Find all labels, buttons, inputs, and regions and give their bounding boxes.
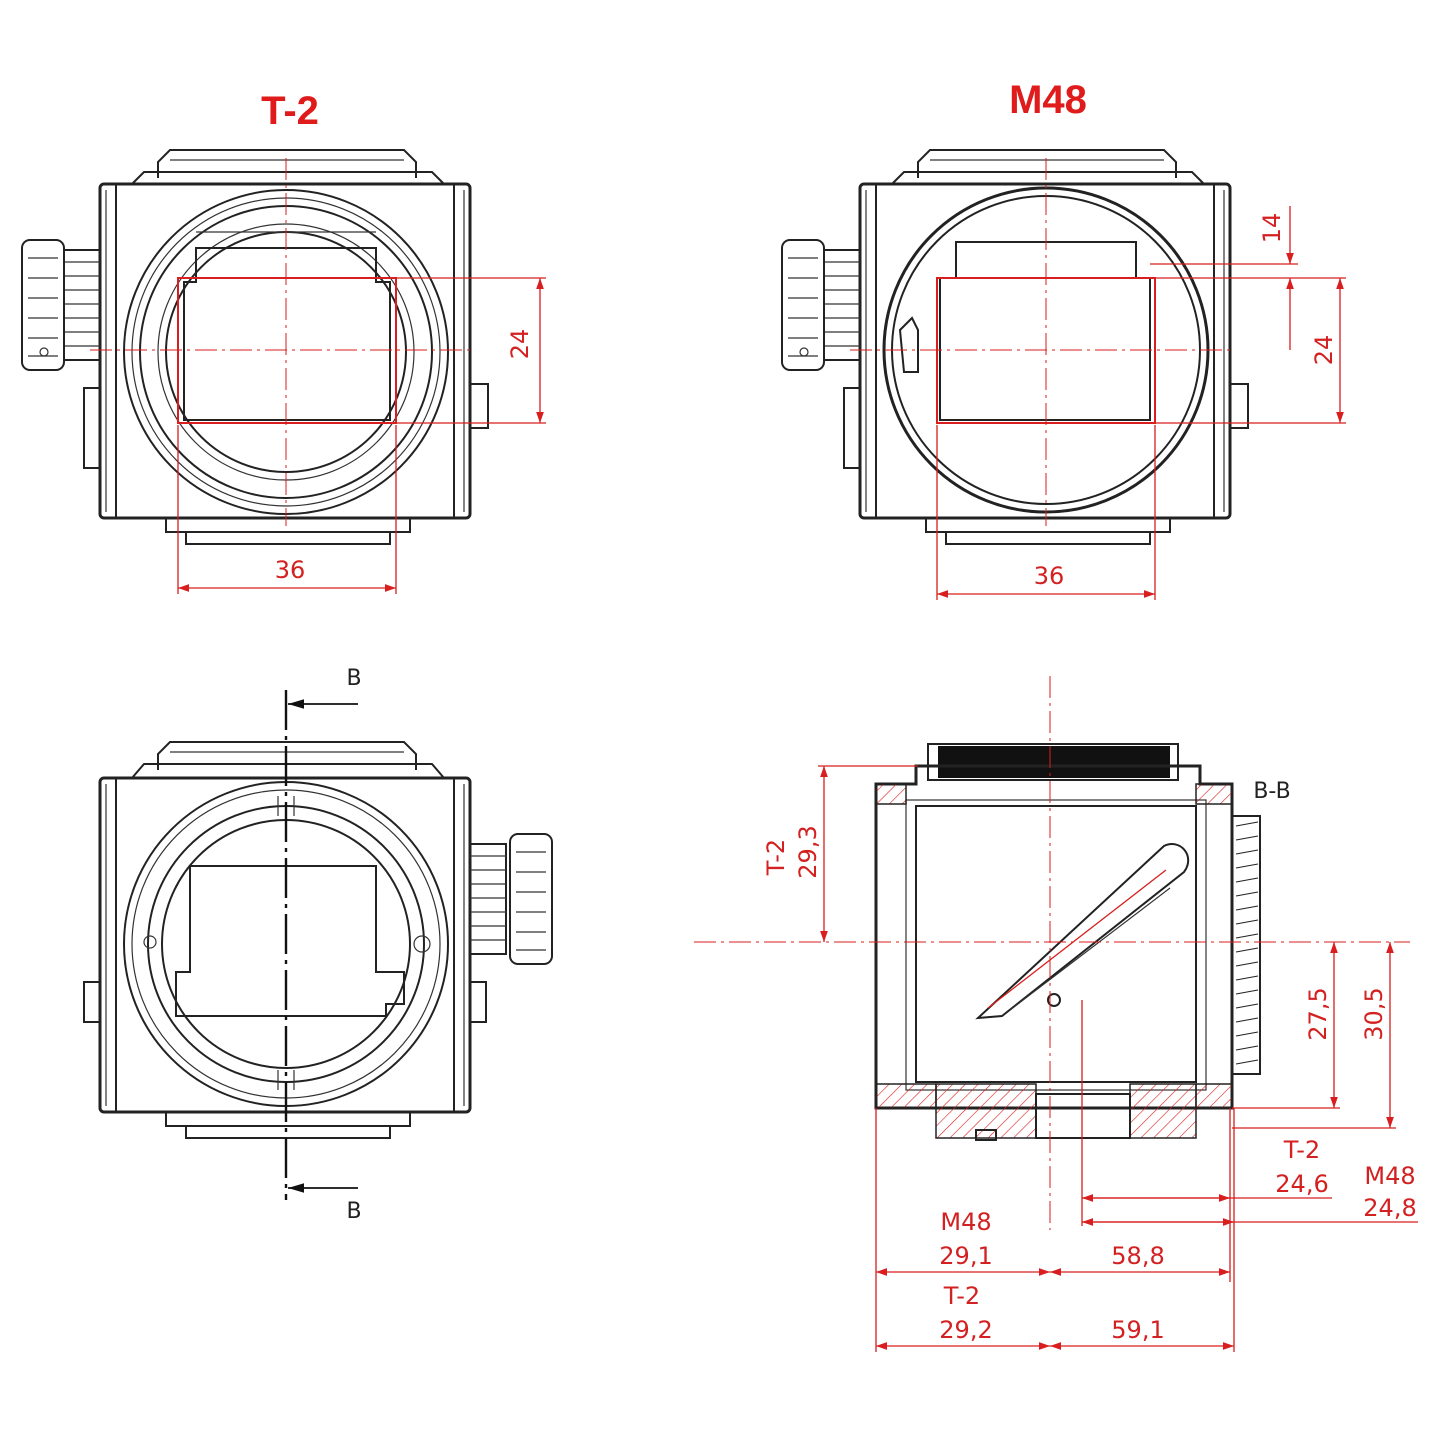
focus-knob-left bbox=[21, 239, 101, 371]
t2-width-dim: 36 bbox=[275, 556, 306, 584]
t2-title: T-2 bbox=[261, 89, 319, 133]
section-label: B-B bbox=[1253, 779, 1290, 804]
focus-knob-m48 bbox=[781, 239, 861, 371]
section-m48-right-label: M48 bbox=[1364, 1162, 1415, 1190]
m48-title: M48 bbox=[1009, 78, 1087, 122]
dim-30-5: 30,5 bbox=[1360, 987, 1388, 1040]
section-t2-top-value: 29,3 bbox=[794, 825, 822, 878]
section-m48-left-value: 29,1 bbox=[939, 1242, 992, 1270]
back-view: B B bbox=[83, 666, 553, 1224]
section-t2-right-label: T-2 bbox=[1283, 1136, 1320, 1164]
section-mark-top: B bbox=[346, 666, 361, 691]
section-mark-bottom: B bbox=[346, 1199, 361, 1224]
m48-front-view: 14 24 36 bbox=[781, 149, 1346, 600]
section-m48-right-value: 24,8 bbox=[1363, 1194, 1416, 1222]
m48-height-dim: 24 bbox=[1310, 335, 1338, 366]
section-t2-top-label: T-2 bbox=[762, 839, 790, 876]
m48-width-dim: 36 bbox=[1034, 562, 1065, 590]
section-m48-total: 58,8 bbox=[1111, 1242, 1164, 1270]
section-t2-right-value: 24,6 bbox=[1275, 1170, 1328, 1198]
t2-front-view: 36 24 bbox=[21, 149, 546, 594]
m48-offset-dim: 14 bbox=[1258, 213, 1286, 244]
section-t2-left-value: 29,2 bbox=[939, 1316, 992, 1344]
t2-height-dim: 24 bbox=[506, 329, 534, 360]
dim-27-5: 27,5 bbox=[1304, 987, 1332, 1040]
section-view: T-2 29,3 B-B 27,5 30,5 T-2 24,6 M48 24,8… bbox=[694, 676, 1418, 1352]
section-t2-left-label: T-2 bbox=[943, 1282, 980, 1310]
section-m48-left-label: M48 bbox=[940, 1208, 991, 1236]
focus-knob-right bbox=[469, 833, 553, 965]
section-t2-total: 59,1 bbox=[1111, 1316, 1164, 1344]
